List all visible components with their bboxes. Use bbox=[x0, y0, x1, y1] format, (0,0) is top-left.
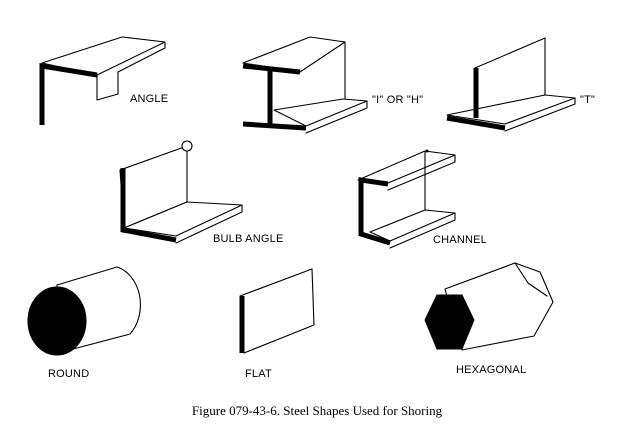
flat-shape bbox=[239, 268, 315, 354]
i-or-h-label: "I" OR "H" bbox=[372, 94, 423, 106]
angle-shape bbox=[39, 36, 166, 125]
bulb-angle-shape bbox=[119, 140, 243, 244]
channel-label: CHANNEL bbox=[433, 234, 487, 246]
hexagonal-shape bbox=[424, 262, 554, 351]
i-beam-shape bbox=[242, 36, 368, 134]
flat-label: FLAT bbox=[245, 368, 272, 380]
figure-caption: Figure 079-43-6. Steel Shapes Used for S… bbox=[192, 403, 443, 418]
angle-label: ANGLE bbox=[130, 93, 168, 105]
channel-shape bbox=[357, 149, 456, 249]
t-label: "T" bbox=[580, 94, 595, 106]
t-shape bbox=[446, 37, 576, 132]
round-label: ROUND bbox=[48, 368, 89, 380]
round-shape bbox=[27, 266, 141, 356]
bulb-angle-label: BULB ANGLE bbox=[213, 233, 283, 245]
hexagonal-label: HEXAGONAL bbox=[456, 364, 526, 376]
